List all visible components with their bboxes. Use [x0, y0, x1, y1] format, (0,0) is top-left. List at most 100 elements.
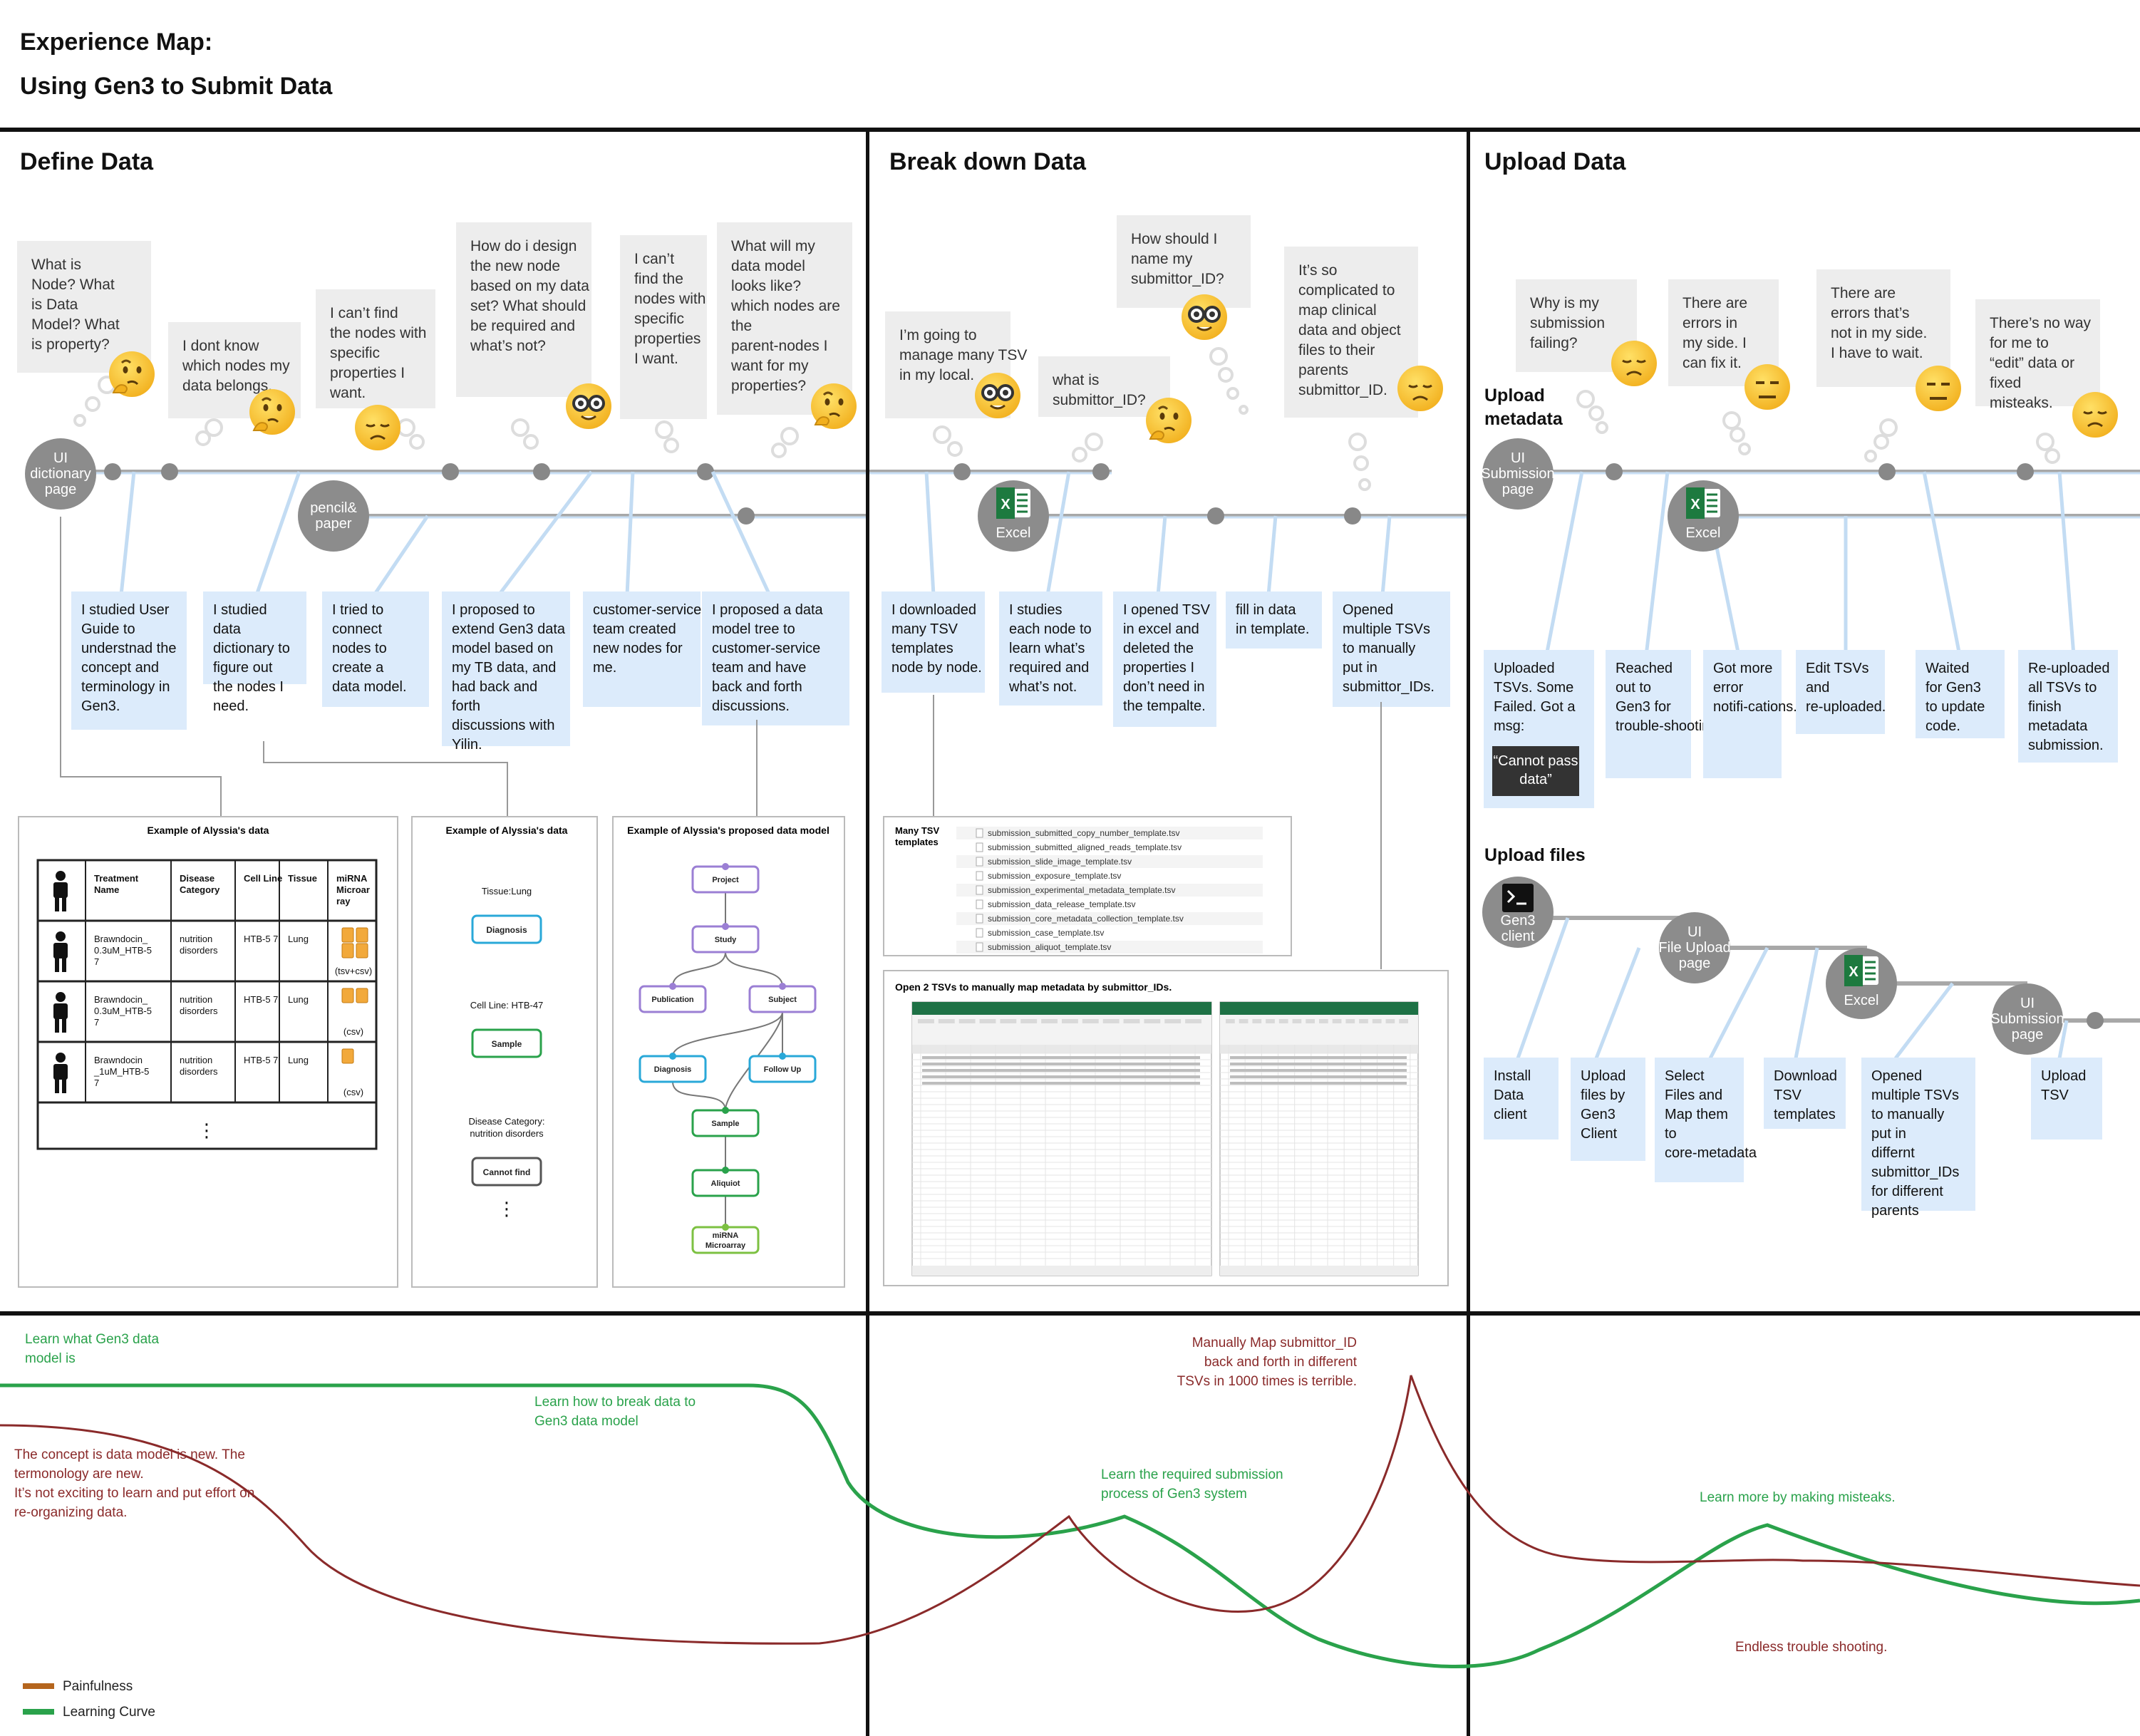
- table-header: Tissue: [288, 873, 317, 884]
- node-label: pencil&paper: [310, 500, 357, 532]
- section-title-upload: Upload Data: [1484, 148, 1626, 175]
- node-label: Excel: [996, 525, 1031, 541]
- table-more: ⋮: [197, 1120, 216, 1141]
- neutral-face-icon: [1744, 364, 1790, 410]
- table-cell: Lung: [288, 994, 309, 1005]
- table-cell: Lung: [288, 1055, 309, 1065]
- section-title-break: Break down Data: [889, 148, 1087, 175]
- template-file: submission_aliquot_template.tsv: [988, 942, 1111, 952]
- artifact-alyssia-data-mapping: Example of Alyssia's data Tissue:LungDia…: [411, 816, 598, 1288]
- model-node: Subject: [768, 996, 797, 1004]
- mapping-label: Tissue:Lung: [482, 886, 532, 897]
- file-icon: [976, 842, 983, 852]
- node-label: Excel: [1844, 993, 1879, 1008]
- connectors: [119, 470, 2076, 1060]
- reference-arrows: [60, 517, 1382, 969]
- nerd-face-icon: [566, 383, 611, 429]
- person-icon: [53, 871, 68, 911]
- file-icon: [341, 927, 368, 959]
- touchpoint-node: pencil&paper: [298, 480, 369, 552]
- timeline-dots: [104, 463, 2104, 1029]
- model-node: Publication: [651, 996, 694, 1004]
- template-file: submission_exposure_template.tsv: [988, 871, 1121, 881]
- terminal-icon: [1502, 884, 1534, 912]
- model-node: Aliquiot: [711, 1179, 740, 1188]
- person-icon: [53, 931, 68, 972]
- emotion-curves: [0, 1375, 2140, 1669]
- file-icon: [976, 885, 983, 895]
- nerd-face-icon: [975, 373, 1020, 418]
- template-file: submission_submitted_aligned_reads_templ…: [988, 842, 1182, 852]
- disappointed-face-icon: [1397, 366, 1443, 411]
- nerd-face-icon: [1182, 294, 1227, 340]
- table-cell: (csv): [343, 1087, 363, 1097]
- emotion-label-learn-mistakes: Learn more by making misteaks.: [1700, 1490, 1896, 1505]
- legend-painfulness-swatch: [23, 1683, 54, 1689]
- person-icon: [53, 992, 68, 1033]
- file-icon: [976, 899, 983, 909]
- excel-icon: X: [996, 487, 1030, 519]
- svg-text:X: X: [1690, 497, 1700, 512]
- svg-text:X: X: [1001, 497, 1010, 512]
- thinking-face-icon: [249, 389, 295, 435]
- excel-icon: X: [1686, 487, 1720, 519]
- artifact2-title: Example of Alyssia's data: [446, 825, 568, 836]
- touchpoint-node: X Excel: [978, 480, 1049, 552]
- table-cell: (csv): [343, 1026, 363, 1037]
- mapping-node: Cannot find: [483, 1167, 531, 1177]
- person-icon: [53, 1053, 68, 1093]
- file-icon: [976, 828, 983, 838]
- learning-curve: [0, 1383, 2140, 1669]
- table-cell: (tsv+csv): [335, 966, 372, 976]
- mapping-node: Sample: [492, 1039, 522, 1049]
- file-icon: [976, 914, 983, 924]
